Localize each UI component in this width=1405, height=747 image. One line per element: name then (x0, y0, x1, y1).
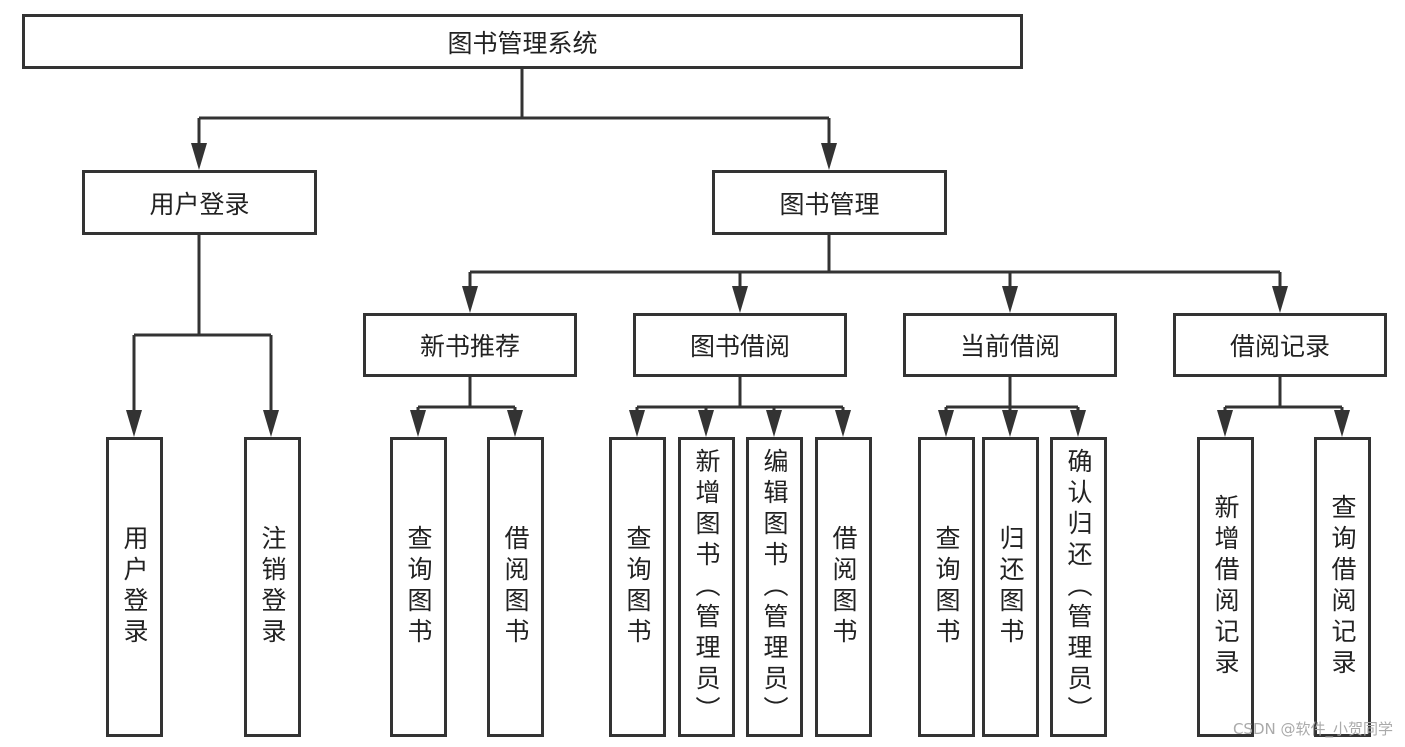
node-leaf: 查询图书 (609, 437, 666, 737)
node-label: 新增借阅记录 (1211, 494, 1240, 680)
node-leaf: 查询图书 (390, 437, 447, 737)
node-label: 图书管理系统 (447, 28, 598, 58)
node-label: 新增图书（管理员） (692, 447, 721, 727)
node-logout: 注销登录 (244, 437, 301, 737)
node-book-management: 图书管理 (712, 170, 947, 235)
node-label: 注销登录 (258, 525, 287, 649)
node-borrow-records: 借阅记录 (1173, 313, 1387, 377)
node-label: 确认归还（管理员） (1064, 447, 1093, 727)
node-label: 用户登录 (149, 189, 250, 219)
node-label: 当前借阅 (959, 332, 1060, 361)
node-label: 查询图书 (623, 525, 652, 649)
node-leaf: 新增图书（管理员） (678, 437, 735, 737)
node-leaf: 查询图书 (918, 437, 975, 737)
node-label: 用户登录 (120, 525, 149, 649)
node-book-borrow: 图书借阅 (633, 313, 847, 377)
node-label: 图书管理 (779, 189, 880, 219)
node-label: 归还图书 (996, 525, 1025, 649)
node-leaf: 归还图书 (982, 437, 1039, 737)
watermark: CSDN @软件_小贺同学 (1232, 720, 1393, 738)
node-user-login: 用户登录 (82, 170, 317, 235)
node-leaf: 编辑图书（管理员） (746, 437, 803, 737)
node-label: 新书推荐 (419, 332, 520, 361)
node-leaf: 借阅图书 (815, 437, 872, 737)
arrowheads (126, 143, 1350, 437)
node-root: 图书管理系统 (22, 14, 1023, 69)
node-label: 查询借阅记录 (1328, 494, 1357, 680)
node-label: 借阅记录 (1229, 332, 1330, 361)
node-login: 用户登录 (106, 437, 163, 737)
node-leaf: 新增借阅记录 (1197, 437, 1254, 737)
node-label: 查询图书 (404, 525, 433, 649)
node-leaf: 确认归还（管理员） (1050, 437, 1107, 737)
node-current-borrow: 当前借阅 (903, 313, 1117, 377)
node-leaf: 借阅图书 (487, 437, 544, 737)
node-label: 编辑图书（管理员） (760, 447, 789, 727)
node-label: 借阅图书 (501, 525, 530, 649)
node-label: 借阅图书 (829, 525, 858, 649)
node-new-book-recommend: 新书推荐 (363, 313, 577, 377)
node-label: 查询图书 (932, 525, 961, 649)
node-leaf: 查询借阅记录 (1314, 437, 1371, 737)
node-label: 图书借阅 (689, 332, 790, 361)
